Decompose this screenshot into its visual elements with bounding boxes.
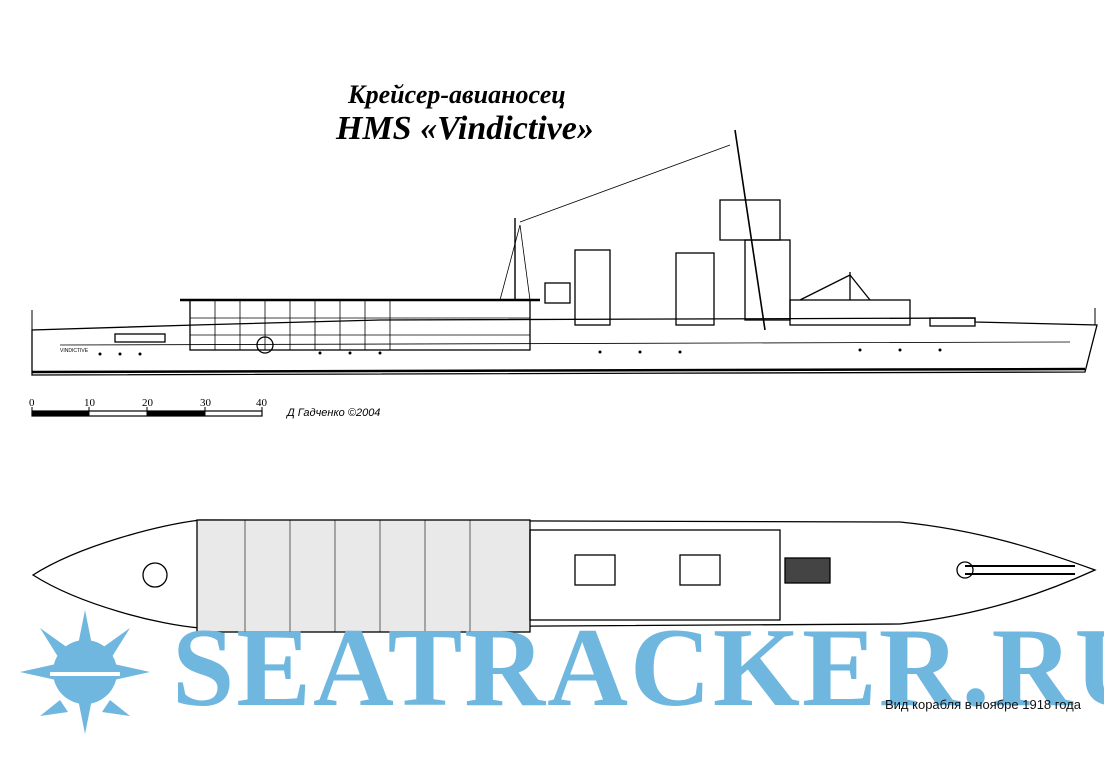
forward-gun-plan bbox=[142, 562, 168, 588]
flight-deck-plan bbox=[196, 519, 531, 633]
seatracker-logo bbox=[20, 610, 150, 734]
title-line-1: Крейсер-авианосец bbox=[348, 80, 566, 109]
scale-tick-0: 0 bbox=[29, 397, 35, 409]
hull-plan bbox=[31, 519, 1097, 629]
ship-boat bbox=[256, 336, 274, 354]
scale-tick-20: 20 bbox=[142, 397, 153, 409]
drawing-caption: Вид корабля в ноябре 1918 года bbox=[885, 697, 1081, 712]
aft-gun-plan bbox=[956, 561, 974, 579]
plan-view bbox=[31, 519, 1097, 633]
aft-funnel bbox=[675, 252, 715, 326]
forward-funnel bbox=[574, 249, 611, 326]
superstructure-plan bbox=[529, 529, 781, 621]
derrick bbox=[799, 274, 851, 301]
gun-mount bbox=[544, 282, 571, 304]
title-line-2: HMS «Vindictive» bbox=[336, 110, 594, 147]
aft-gun bbox=[929, 317, 976, 327]
watermark-text: SEATRACKER.RU bbox=[172, 606, 1104, 730]
deck-planking bbox=[244, 520, 471, 632]
aerial-rigging bbox=[519, 144, 731, 223]
aft-hatch bbox=[784, 557, 831, 584]
aft-deckhouse bbox=[789, 299, 911, 326]
hangar-frames bbox=[190, 300, 530, 350]
scale-bar bbox=[31, 407, 263, 417]
scale-tick-40: 40 bbox=[256, 397, 267, 409]
author-signature: Д Гадченко ©2004 bbox=[287, 407, 381, 419]
side-profile bbox=[31, 129, 1098, 376]
foremast bbox=[734, 129, 766, 331]
hull-strake bbox=[59, 341, 1071, 346]
portholes bbox=[98, 348, 942, 356]
forward-funnel-plan bbox=[574, 554, 616, 586]
aft-funnel-plan bbox=[679, 554, 721, 586]
scale-tick-10: 10 bbox=[84, 397, 95, 409]
bridge-tower bbox=[744, 239, 791, 321]
forward-gun bbox=[114, 333, 166, 343]
hull-name-label: VINDICTIVE bbox=[60, 348, 89, 354]
scale-tick-30: 30 bbox=[200, 397, 211, 409]
waterline bbox=[31, 367, 1086, 374]
hangar-deck bbox=[189, 299, 531, 351]
